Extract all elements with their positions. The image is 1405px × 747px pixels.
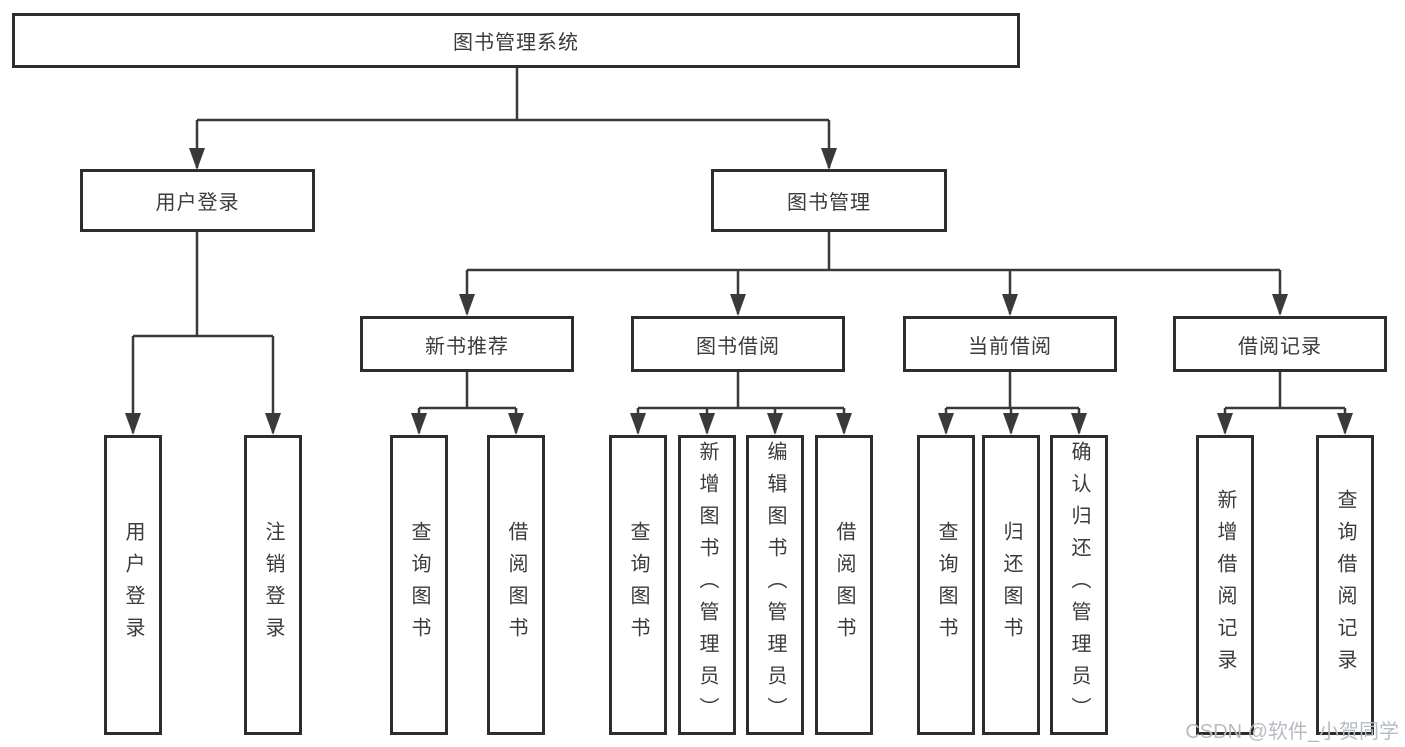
node-label: 确认归还（管理员） (1068, 441, 1090, 729)
node-label: 查询图书 (627, 521, 649, 649)
node-label: 用户登录 (122, 521, 144, 649)
node-current-borrowing: 当前借阅 (903, 316, 1117, 372)
node-query-books-recommend: 查询图书 (390, 435, 448, 735)
node-root: 图书管理系统 (12, 13, 1020, 68)
node-label: 查询借阅记录 (1334, 489, 1356, 681)
node-label: 当前借阅 (968, 335, 1052, 358)
node-add-borrow-record: 新增借阅记录 (1196, 435, 1254, 735)
csdn-watermark: CSDN @软件_小贺同学 (1185, 721, 1399, 743)
node-label: 图书管理 (787, 192, 871, 214)
node-label: 查询图书 (935, 521, 957, 649)
node-new-book-recommend: 新书推荐 (360, 316, 574, 372)
node-user-login-action: 用户登录 (104, 435, 162, 735)
node-borrowing-records: 借阅记录 (1173, 316, 1387, 372)
node-label: 新增借阅记录 (1214, 489, 1236, 681)
node-logout-action: 注销登录 (244, 435, 302, 735)
node-query-books-borrowing: 查询图书 (609, 435, 667, 735)
node-label: 图书借阅 (696, 335, 780, 358)
node-label: 借阅记录 (1238, 335, 1322, 358)
node-query-books-current: 查询图书 (917, 435, 975, 735)
node-book-management: 图书管理 (711, 169, 947, 232)
node-label: 注销登录 (262, 521, 284, 649)
node-borrow-books-borrowing: 借阅图书 (815, 435, 873, 735)
node-borrow-books-recommend: 借阅图书 (487, 435, 545, 735)
node-query-borrow-record: 查询借阅记录 (1316, 435, 1374, 735)
node-label: 新增图书（管理员） (696, 441, 718, 729)
node-confirm-return-admin: 确认归还（管理员） (1050, 435, 1108, 735)
node-user-login: 用户登录 (80, 169, 315, 232)
node-label: 借阅图书 (505, 521, 527, 649)
node-return-books: 归还图书 (982, 435, 1040, 735)
node-label: 新书推荐 (425, 335, 509, 358)
node-edit-books-admin: 编辑图书（管理员） (746, 435, 804, 735)
node-label: 借阅图书 (833, 521, 855, 649)
node-label: 编辑图书（管理员） (764, 441, 786, 729)
node-label: 归还图书 (1000, 521, 1022, 649)
node-label: 用户登录 (155, 192, 240, 214)
node-label: 图书管理系统 (453, 32, 579, 54)
node-label: 查询图书 (408, 521, 430, 649)
node-book-borrowing: 图书借阅 (631, 316, 845, 372)
node-add-books-admin: 新增图书（管理员） (678, 435, 736, 735)
